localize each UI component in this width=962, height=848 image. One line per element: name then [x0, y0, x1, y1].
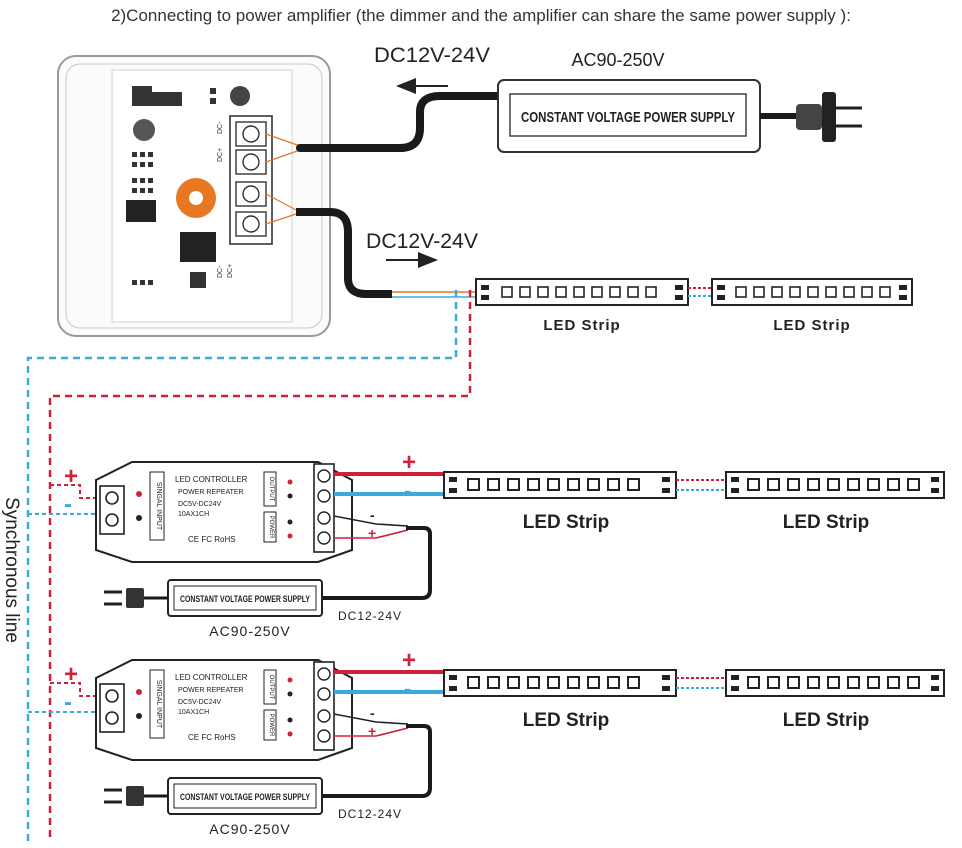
- ctrl-line: POWER REPEATER: [178, 489, 244, 496]
- ctrl-line: POWER REPEATER: [178, 687, 244, 694]
- dimmer-terminal-label: DC+: [227, 264, 234, 278]
- dimmer-terminal-label: DC+: [217, 148, 224, 162]
- ctrl-marks: CE FC RoHS: [188, 535, 236, 544]
- led-strip: [725, 669, 945, 697]
- ctrl-marks: CE FC RoHS: [188, 733, 236, 742]
- output-label: OUTPUT: [268, 675, 274, 700]
- strip-label: LED Strip: [783, 710, 870, 731]
- ac-plug-icon: [104, 786, 144, 806]
- strip-label: LED Strip: [523, 512, 610, 533]
- strip-cable: [296, 208, 392, 298]
- dc-voltage-label: DC12V-24V: [366, 230, 478, 253]
- power-supply-label: CONSTANT VOLTAGE POWER SUPPLY: [521, 109, 735, 126]
- power-supply-top: CONSTANT VOLTAGE POWER SUPPLY: [497, 79, 761, 153]
- out-plus-sign: +: [402, 450, 416, 476]
- power-label: POWER: [268, 516, 274, 539]
- dimmer-terminal-label: DC-: [217, 121, 224, 134]
- ctrl-line: LED CONTROLLER: [175, 673, 248, 682]
- pwr-minus-sign: -: [370, 705, 375, 721]
- out-plus-sign: +: [402, 648, 416, 674]
- out-minus-sign: -: [404, 676, 411, 701]
- led-strip: [443, 471, 677, 499]
- led-strip: [443, 669, 677, 697]
- led-strip: [711, 278, 913, 306]
- dc-voltage-label: DC12-24V: [338, 609, 402, 623]
- input-label: SINGAL INPUT: [155, 680, 162, 729]
- output-label: OUTPUT: [268, 477, 274, 502]
- ac-plug-icon: [796, 92, 862, 142]
- pwr-plus-sign: +: [368, 723, 376, 739]
- sync-plus-sign: +: [64, 463, 78, 490]
- power-supply: CONSTANT VOLTAGE POWER SUPPLY: [167, 777, 323, 815]
- dimmer-terminal-label: DC-: [217, 265, 224, 278]
- power-label: POWER: [268, 714, 274, 737]
- sync-minus-sign: -: [64, 491, 72, 518]
- ac-plug-icon: [104, 588, 144, 608]
- ctrl-line: LED CONTROLLER: [175, 475, 248, 484]
- strip-label: LED Strip: [543, 317, 620, 334]
- power-supply-label: CONSTANT VOLTAGE POWER SUPPLY: [180, 792, 310, 802]
- ctrl-line: 10AX1CH: [178, 709, 209, 716]
- ctrl-line: DC5V-DC24V: [178, 501, 222, 508]
- input-label: SINGAL INPUT: [155, 482, 162, 531]
- power-repeater: SINGAL INPUT LED CONTROLLER POWER REPEAT…: [95, 659, 353, 761]
- strip-label: LED Strip: [773, 317, 850, 334]
- power-supply-label: CONSTANT VOLTAGE POWER SUPPLY: [180, 594, 310, 604]
- strip-label: LED Strip: [783, 512, 870, 533]
- strip-label: LED Strip: [523, 710, 610, 731]
- dimmer-panel: DC- DC+ DC- DC+: [57, 55, 331, 337]
- ac-voltage-label: AC90-250V: [571, 50, 664, 70]
- diagram-caption: 2)Connecting to power amplifier (the dim…: [111, 6, 851, 25]
- synchronous-line: [26, 290, 472, 841]
- dc-voltage-label: DC12V-24V: [374, 44, 490, 67]
- pwr-plus-sign: +: [368, 525, 376, 541]
- repeater-row-2: + - SINGAL INPUT LED CONTROLLER POWER RE…: [28, 648, 945, 837]
- repeater-row-1: + - SINGAL INPUT LED CONTROLLER POWER RE…: [28, 450, 945, 639]
- ctrl-line: DC5V-DC24V: [178, 699, 222, 706]
- pwr-minus-sign: -: [370, 507, 375, 523]
- ctrl-line: 10AX1CH: [178, 511, 209, 518]
- supply-cable: [296, 92, 504, 152]
- power-supply: CONSTANT VOLTAGE POWER SUPPLY: [167, 579, 323, 617]
- sync-minus-sign: -: [64, 689, 72, 716]
- ac-voltage-label: AC90-250V: [209, 821, 290, 837]
- led-strip: [725, 471, 945, 499]
- led-strip: [475, 278, 689, 306]
- ac-voltage-label: AC90-250V: [209, 623, 290, 639]
- sync-line-label: Synchronous line: [1, 497, 22, 643]
- power-repeater: SINGAL INPUT LED CONTROLLER POWER REPEAT…: [95, 461, 353, 563]
- dc-voltage-label: DC12-24V: [338, 807, 402, 821]
- sync-plus-sign: +: [64, 661, 78, 688]
- out-minus-sign: -: [404, 478, 411, 503]
